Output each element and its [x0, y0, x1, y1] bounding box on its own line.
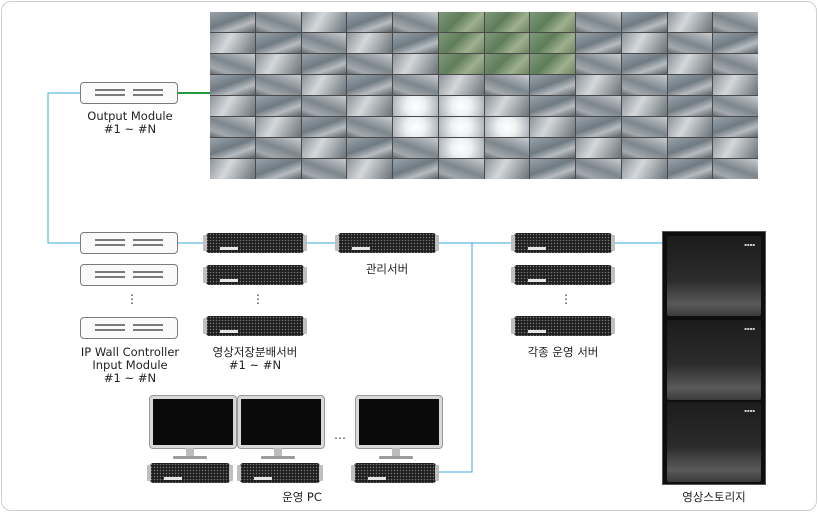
- output-module-range: #1 ~ #N: [103, 122, 157, 136]
- monitor-base: [173, 456, 207, 459]
- management-server: [335, 233, 439, 253]
- operation-pc-unit: [147, 463, 233, 483]
- operation-server: [511, 265, 615, 285]
- storage-distribution-server: [203, 316, 307, 336]
- storage-shelf: ▪▪▪▪: [667, 320, 761, 400]
- operation-pc-link: [436, 243, 473, 473]
- storage-distribution-label: 영상저장분배서버: [212, 345, 298, 359]
- storage-shelf: ▪▪▪▪: [667, 236, 761, 316]
- operation-pc-unit: [237, 463, 323, 483]
- video-storage-label: 영상스토리지: [682, 490, 746, 504]
- video-wall: [210, 12, 758, 179]
- monitor-base: [379, 456, 413, 459]
- monitor-stand: [392, 448, 400, 456]
- ip-wall-range: #1 ~ #N: [103, 371, 157, 385]
- storage-distribution-server: [203, 265, 307, 285]
- monitor: [356, 396, 442, 448]
- ip-wall-label-line2: Input Module: [92, 358, 168, 372]
- output-module-label: Output Module: [87, 109, 173, 123]
- operation-servers-label: 각종 운영 서버: [527, 345, 599, 359]
- ip-wall-label-line1: IP Wall Controller: [80, 345, 180, 359]
- monitor: [238, 396, 324, 448]
- video-storage-rack: ▪▪▪▪ ▪▪▪▪ ▪▪▪▪: [662, 231, 766, 485]
- input-module-ellipsis: ⋮: [126, 292, 138, 306]
- monitor-base: [261, 456, 295, 459]
- storage-server-ellipsis: ⋮: [252, 292, 264, 306]
- storage-distribution-server: [203, 233, 307, 253]
- input-module-device: [80, 232, 178, 254]
- output-module-device: [80, 82, 178, 104]
- operation-server-ellipsis: ⋮: [560, 292, 572, 306]
- operation-pc-label: 운영 PC: [282, 490, 322, 504]
- monitor-stand: [274, 448, 282, 456]
- operation-server: [511, 316, 615, 336]
- input-module-device: [80, 317, 178, 339]
- input-module-device: [80, 264, 178, 286]
- storage-distribution-range: #1 ~ #N: [228, 358, 282, 372]
- storage-shelf: ▪▪▪▪: [667, 402, 761, 482]
- operation-server: [511, 233, 615, 253]
- operation-pc-unit: [351, 463, 439, 483]
- monitor-ellipsis: …: [334, 428, 346, 442]
- management-server-label: 관리서버: [365, 262, 409, 276]
- monitor: [150, 396, 236, 448]
- controller-to-output-link: [47, 92, 80, 244]
- monitor-stand: [186, 448, 194, 456]
